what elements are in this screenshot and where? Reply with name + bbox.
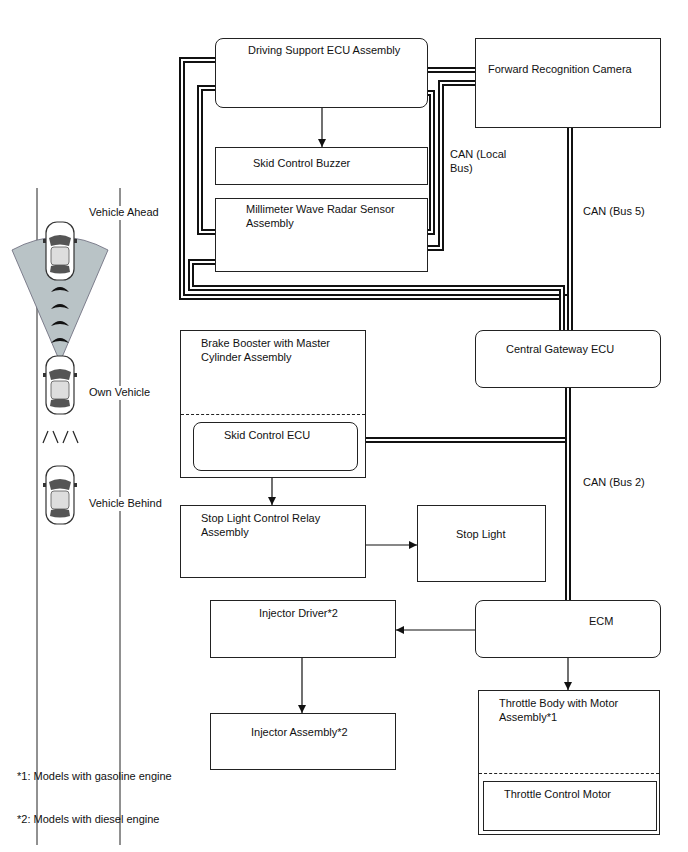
- vehicle-behind-figure: [43, 466, 77, 524]
- vehicle-label: Vehicle Ahead: [87, 206, 161, 220]
- bus-inner: [428, 69, 475, 71]
- radar-wave: [51, 304, 69, 309]
- box-label: Throttle Control Motor: [504, 788, 646, 802]
- box-text-area: Stop Light Control Relay Assembly: [181, 506, 365, 540]
- bus-label: CAN (Bus 5): [583, 205, 663, 219]
- box-text-area: Brake Booster with Master Cylinder Assem…: [181, 331, 365, 365]
- signal-arrow: [396, 630, 475, 631]
- can-bus-line: [428, 70, 475, 71]
- component-box: Throttle Control Motor: [483, 781, 657, 831]
- signal-arrow: [322, 108, 323, 147]
- box-label: Injector Driver*2: [259, 607, 385, 621]
- component-box: Injector Driver*2: [210, 600, 396, 658]
- box-text-area: Throttle Body with Motor Assembly*1: [479, 691, 659, 725]
- box-text-area: ECM: [476, 601, 660, 629]
- bus-inner: [200, 88, 215, 232]
- signal-arrow: [366, 545, 417, 546]
- signal-arrow: [302, 658, 303, 713]
- footnote: *1: Models with gasoline engine: [17, 770, 172, 784]
- radar-wave: [51, 321, 69, 326]
- radar-wave: [51, 338, 69, 343]
- motion-marks: [43, 431, 78, 443]
- box-text-area: Stop Light: [418, 506, 545, 542]
- component-box: Stop Light: [417, 505, 546, 582]
- can-bus-line: [568, 388, 569, 600]
- box-label: Central Gateway ECU: [506, 343, 650, 357]
- arrow-line: [366, 544, 417, 545]
- bus-label: CAN (Bus 2): [583, 476, 663, 490]
- vehicle-label: Vehicle Behind: [87, 497, 164, 511]
- box-text-area: Skid Control Buzzer: [216, 148, 427, 171]
- bus-inner: [428, 93, 432, 232]
- can-bus-line: [200, 88, 215, 232]
- arrow-line: [396, 629, 475, 630]
- box-label: Driving Support ECU Assembly: [248, 44, 417, 58]
- bus-outer: [565, 388, 571, 600]
- box-text-area: Injector Assembly*2: [211, 714, 395, 740]
- rounded-box: Central Gateway ECU: [475, 330, 661, 388]
- box-text-area: Injector Driver*2: [211, 601, 395, 621]
- component-box: Throttle Body with Motor Assembly*1Throt…: [478, 690, 660, 835]
- box-text-area: Millimeter Wave Radar Sensor Assembly: [216, 199, 427, 231]
- radar-wave: [51, 287, 69, 292]
- bus-inner: [567, 388, 569, 600]
- bus-label: CAN (Local Bus): [450, 148, 512, 176]
- bus-inner: [191, 262, 562, 330]
- can-bus-line: [358, 388, 568, 440]
- component-box: Stop Light Control Relay Assembly: [180, 505, 366, 578]
- road-edge: [120, 188, 121, 845]
- component-box: Skid Control Buzzer: [215, 147, 428, 185]
- box-label: Skid Control ECU: [224, 429, 347, 443]
- can-bus-line: [428, 93, 432, 232]
- bus-outer: [428, 67, 475, 73]
- arrow-line: [301, 658, 302, 713]
- box-text-area: Skid Control ECU: [194, 423, 357, 443]
- component-box: Forward Recognition Camera: [475, 38, 661, 128]
- vehicle-label: Own Vehicle: [87, 386, 152, 400]
- rounded-box: Skid Control ECU: [193, 422, 358, 471]
- arrow-line: [321, 108, 322, 147]
- arrow-line: [567, 658, 568, 690]
- dashed-divider: [479, 773, 659, 774]
- box-label: Skid Control Buzzer: [253, 157, 417, 171]
- box-label: Throttle Body with Motor Assembly*1: [499, 697, 649, 725]
- bus-inner: [569, 128, 571, 330]
- rounded-box: Driving Support ECU Assembly: [215, 38, 428, 108]
- footnote: *2: Models with diesel engine: [17, 813, 159, 827]
- box-label: ECM: [589, 615, 650, 629]
- bus-inner: [358, 388, 568, 440]
- box-text-area: Central Gateway ECU: [476, 331, 660, 357]
- bus-outer: [428, 93, 432, 232]
- box-label: Stop Light Control Relay Assembly: [201, 512, 355, 540]
- own-vehicle-figure: [43, 356, 77, 414]
- box-text-area: Driving Support ECU Assembly: [216, 39, 427, 58]
- bus-outer: [567, 128, 573, 330]
- dashed-divider: [181, 414, 365, 415]
- bus-outer: [191, 262, 562, 330]
- vehicle-ahead-figure: [43, 222, 77, 280]
- bus-outer: [200, 88, 215, 232]
- component-box: Millimeter Wave Radar Sensor Assembly: [215, 198, 428, 272]
- box-label: Brake Booster with Master Cylinder Assem…: [201, 337, 355, 365]
- box-label: Injector Assembly*2: [251, 726, 385, 740]
- box-label: Forward Recognition Camera: [488, 63, 650, 77]
- box-label: Millimeter Wave Radar Sensor Assembly: [246, 203, 407, 231]
- can-bus-line: [191, 262, 562, 330]
- box-text-area: Forward Recognition Camera: [476, 39, 660, 77]
- rounded-box: ECM: [475, 600, 661, 658]
- bus-outer: [358, 388, 568, 440]
- can-bus-line: [570, 128, 571, 330]
- signal-arrow: [568, 658, 569, 690]
- component-box: Injector Assembly*2: [210, 713, 396, 770]
- component-box: Brake Booster with Master Cylinder Assem…: [180, 330, 366, 478]
- box-text-area: Throttle Control Motor: [484, 782, 656, 802]
- box-label: Stop Light: [456, 528, 535, 542]
